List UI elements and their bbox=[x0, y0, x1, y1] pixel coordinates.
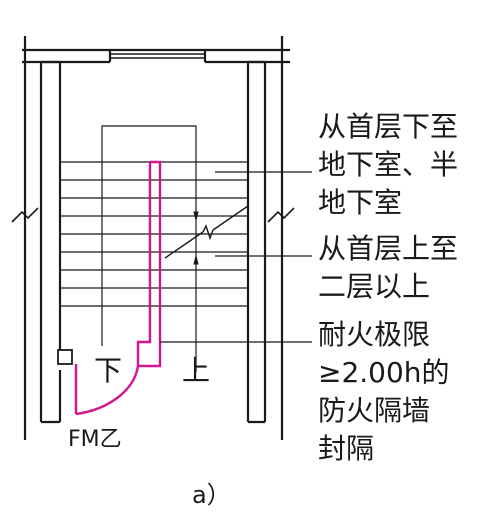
door-jamb bbox=[57, 349, 73, 365]
figure-caption: a） bbox=[192, 481, 231, 509]
label-wall-line-2: ≥2.00h的 bbox=[318, 356, 450, 389]
building-walls bbox=[22, 36, 290, 440]
wall-break-marks bbox=[11, 207, 295, 223]
stair-down-label: 下 bbox=[94, 354, 122, 387]
label-down-line-2: 地下室、半 bbox=[318, 148, 458, 181]
label-up-line-1: 从首层上至 bbox=[318, 232, 458, 265]
label-up-line-2: 二层以上 bbox=[318, 270, 430, 303]
label-wall-line-3: 防火隔墙 bbox=[318, 394, 430, 427]
stair-treads bbox=[60, 161, 248, 307]
direction-arrows bbox=[193, 211, 199, 265]
door-code-label: FM乙 bbox=[68, 427, 122, 452]
label-wall-line-4: 封隔 bbox=[318, 432, 374, 465]
stair-up-label: 上 bbox=[182, 354, 210, 387]
stair-landing-outline bbox=[101, 125, 197, 372]
label-wall-line-1: 耐火极限 bbox=[318, 318, 430, 351]
label-down-line-3: 地下室 bbox=[318, 186, 402, 219]
leader-lines bbox=[160, 171, 312, 343]
fire-partition bbox=[74, 160, 162, 416]
stair-cut-line bbox=[164, 205, 249, 259]
label-down-line-1: 从首层下至 bbox=[318, 110, 458, 143]
